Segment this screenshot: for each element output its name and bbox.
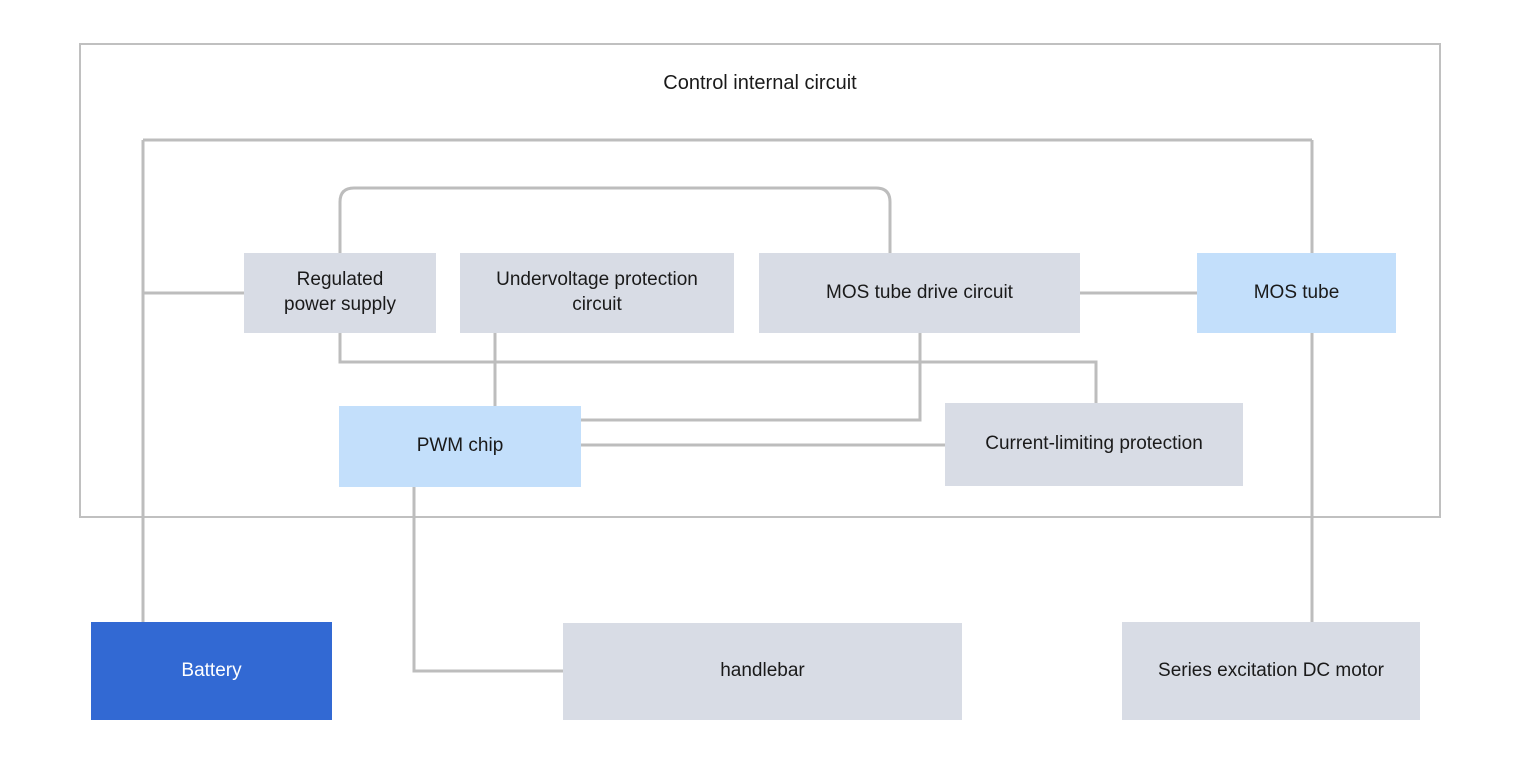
wire-regulated-power-supply-to-current-limiting-bus xyxy=(338,333,1098,403)
wire-pwm-chip-to-handlebar xyxy=(412,487,563,673)
wire-regulated-power-supply-to-mos-drive xyxy=(338,186,892,253)
node-mos-tube-drive-circuit[interactable]: MOS tube drive circuit xyxy=(759,253,1080,333)
node-current-limiting-protection[interactable]: Current-limiting protection xyxy=(945,403,1243,486)
node-series-excitation-dc-motor[interactable]: Series excitation DC motor xyxy=(1122,622,1420,720)
node-battery[interactable]: Battery xyxy=(91,622,332,720)
control-internal-circuit-container xyxy=(79,43,1441,518)
node-handlebar[interactable]: handlebar xyxy=(563,623,962,720)
container-title: Control internal circuit xyxy=(663,72,857,94)
node-regulated-power-supply[interactable]: Regulated power supply xyxy=(244,253,436,333)
wire-mos-drive-to-pwm-chip xyxy=(581,333,922,422)
node-mos-tube[interactable]: MOS tube xyxy=(1197,253,1396,333)
node-pwm-chip[interactable]: PWM chip xyxy=(339,406,581,487)
node-undervoltage-protection-circuit[interactable]: Undervoltage protection circuit xyxy=(460,253,734,333)
